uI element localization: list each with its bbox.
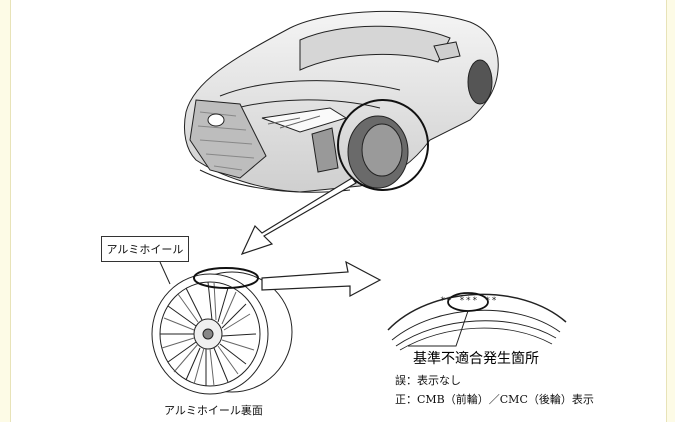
arrow-car-to-wheel [240,177,357,256]
arrow-wheel-to-detail [261,260,382,297]
defect-leader [408,310,469,347]
wheel-highlight-circle [337,99,429,191]
wheel-callout-label: アルミホイール [101,236,189,262]
rim-highlight-ellipse [193,267,259,289]
stamp-marks: ** *** ** [440,296,498,306]
car-illustration [183,10,499,193]
rim-detail-view [387,293,567,351]
alloy-wheel-illustration [151,271,293,395]
correct-marking-note: 正：CMB（前輪）／CMC（後輪）表示 [395,393,594,406]
wheel-back-caption: アルミホイール裏面 [164,404,263,417]
wrong-marking-note: 誤：表示なし [395,374,461,387]
callout-leader [159,261,171,285]
defect-location-label: 基準不適合発生箇所 [413,351,539,367]
